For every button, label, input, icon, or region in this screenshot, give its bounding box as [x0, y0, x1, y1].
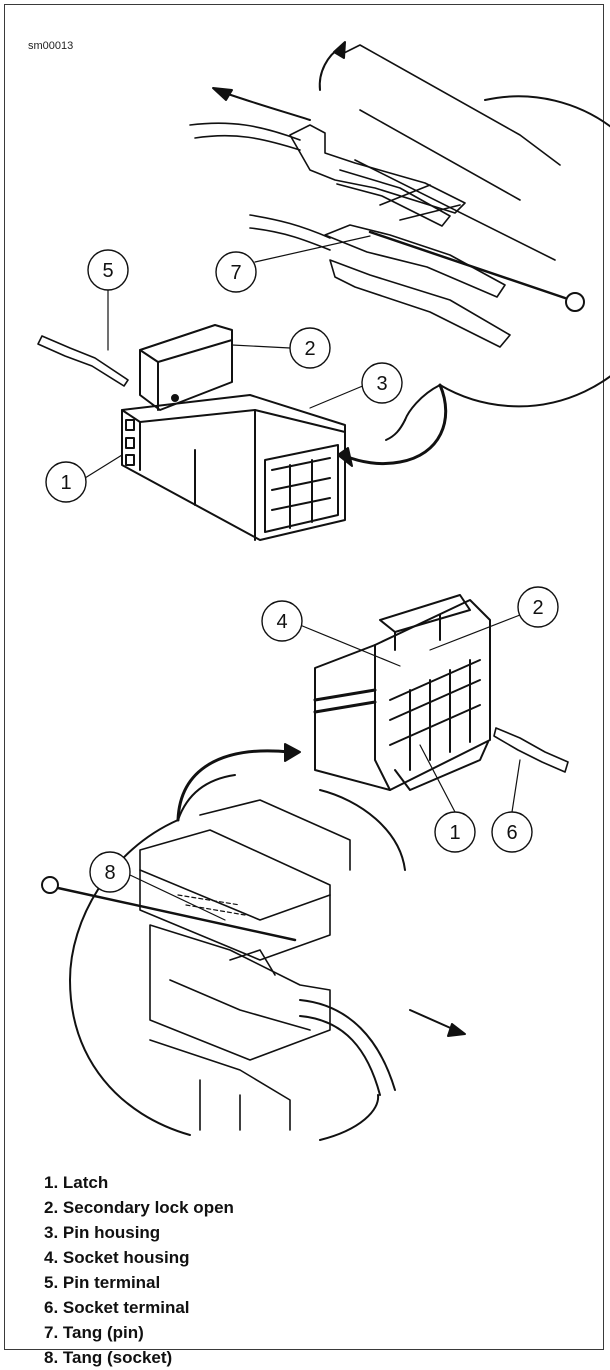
- callout-4-bottom: 4: [276, 611, 287, 633]
- figure-id: sm00013: [28, 40, 74, 52]
- callout-6-bottom: 6: [506, 822, 517, 844]
- callout-1-bottom: 1: [449, 822, 460, 844]
- callout-8-bottom: 8: [104, 862, 115, 884]
- callout-7-top: 7: [230, 262, 241, 284]
- bottom-wire: [299, 999, 396, 1096]
- legend-item: 5. Pin terminal: [44, 1273, 161, 1292]
- legend-item: 1. Latch: [44, 1173, 109, 1192]
- callout-5-top: 5: [102, 260, 113, 282]
- wire-pull-arrow: [224, 92, 311, 121]
- connector-diagram: 5 7 2 3 1 4 2 1 6 8: [37, 41, 610, 1141]
- legend-list: 1. Latch 2. Secondary lock open 3. Pin h…: [44, 1170, 234, 1370]
- callout-1-top: 1: [60, 472, 71, 494]
- socket-terminal-6: [493, 727, 569, 773]
- legend-item: 8. Tang (socket): [44, 1348, 173, 1367]
- top-detail-circle: [404, 95, 610, 421]
- callout-2-top: 2: [304, 338, 315, 360]
- bottom-circle-parts: [139, 799, 351, 1131]
- top-probe-tool: [368, 230, 567, 300]
- bottom-probe-tool: [56, 886, 297, 942]
- socket-arrow: [176, 749, 292, 822]
- legend-item: 4. Socket housing: [44, 1248, 190, 1267]
- leader-lines: [84, 235, 521, 921]
- callout-3-top: 3: [376, 373, 387, 395]
- callout-2-bottom: 2: [532, 597, 543, 619]
- insert-arrow: [343, 383, 448, 466]
- legend-item: 7. Tang (pin): [44, 1323, 144, 1342]
- top-circle-tail: [385, 419, 406, 441]
- pin-terminal-5: [37, 335, 129, 387]
- top-circle-terminals: [189, 44, 561, 348]
- legend-item: 3. Pin housing: [44, 1223, 161, 1242]
- legend-item: 6. Socket terminal: [44, 1298, 190, 1317]
- callout-circles: [45, 249, 559, 893]
- legend-item: 2. Secondary lock open: [44, 1198, 234, 1217]
- pin-housing: [121, 324, 346, 541]
- socket-housing: [313, 594, 491, 791]
- bottom-pull-arrow: [409, 1009, 456, 1031]
